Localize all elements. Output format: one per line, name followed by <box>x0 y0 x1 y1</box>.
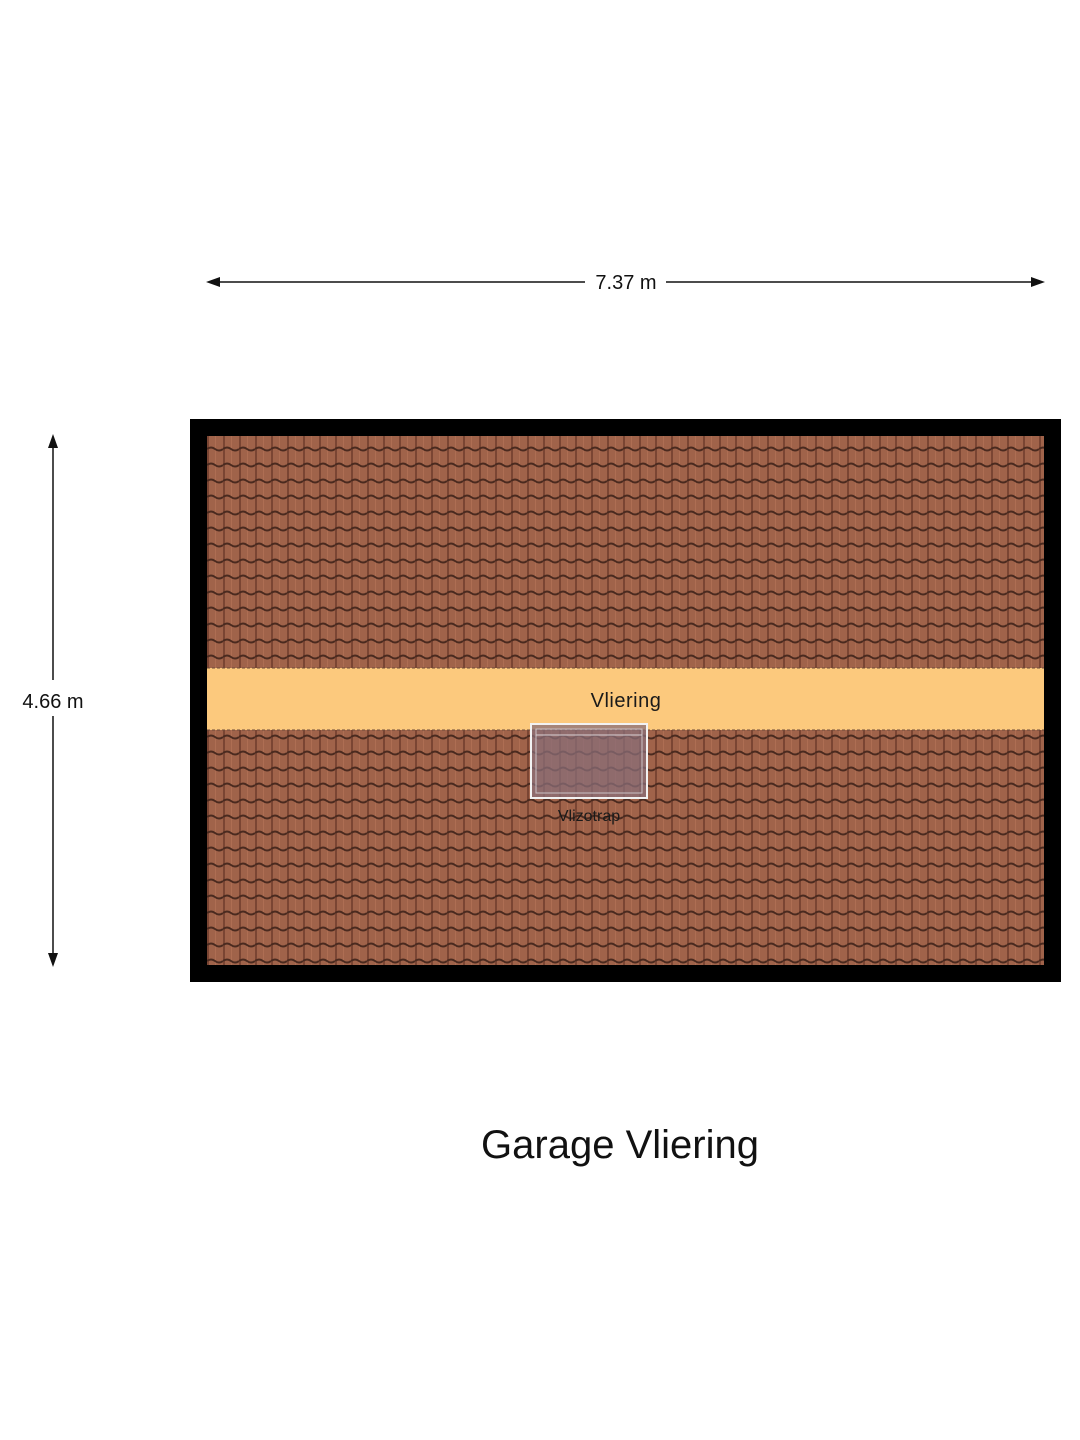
hatch-label: Vlizotrap <box>558 808 620 825</box>
height-dimension-label: 4.66 m <box>22 691 83 713</box>
plan-title: Garage Vliering <box>481 1123 759 1167</box>
hatch-vlizotrap[interactable]: Vlizotrap <box>530 723 648 825</box>
room-vliering[interactable]: Vliering <box>207 667 1044 731</box>
room-label-vliering: Vliering <box>591 690 662 712</box>
arrow-left-icon <box>206 277 220 287</box>
arrow-down-icon <box>48 953 58 967</box>
width-dimension: 7.37 m <box>206 272 1045 294</box>
width-dimension-label: 7.37 m <box>595 272 656 294</box>
arrow-right-icon <box>1031 277 1045 287</box>
height-dimension: 4.66 m <box>22 434 84 967</box>
arrow-up-icon <box>48 434 58 448</box>
